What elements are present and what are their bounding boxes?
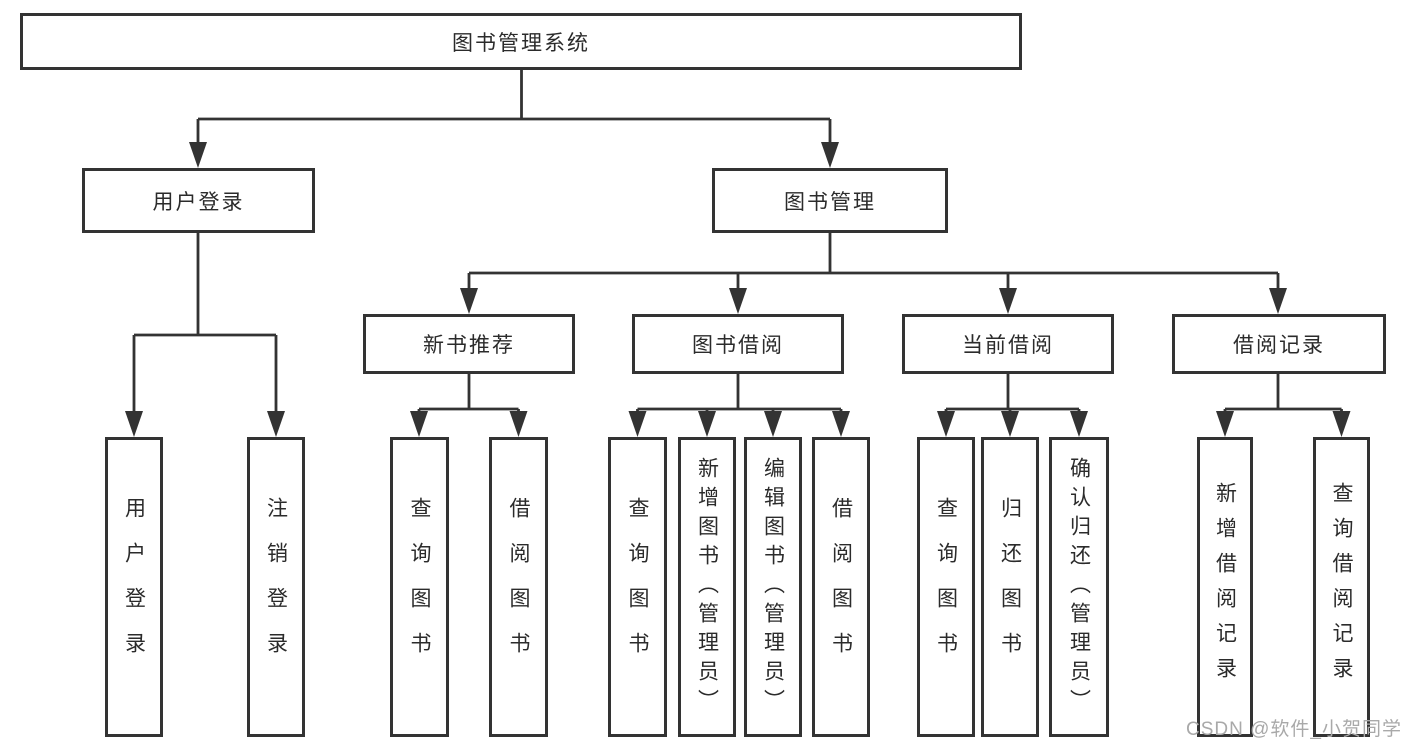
arrowhead-icon — [764, 411, 782, 437]
node-user-login: 用户登录 — [82, 168, 315, 233]
leaf-user-login-label: 用户登录 — [122, 497, 146, 677]
arrowhead-icon — [999, 288, 1017, 314]
connector-userlogin-to-leaves — [132, 233, 278, 416]
leaf-br-add-record: 新增借阅记录 — [1197, 437, 1253, 737]
leaf-br-query-record-label: 查询借阅记录 — [1330, 482, 1353, 692]
node-current-borrow: 当前借阅 — [902, 314, 1114, 374]
node-borrow-record: 借阅记录 — [1172, 314, 1386, 374]
arrowhead-icon — [729, 288, 747, 314]
connector-newbookrec-to-leaves — [417, 374, 520, 420]
arrowhead-icon — [267, 411, 285, 437]
connector-borrowrecord-to-leaves — [1223, 374, 1343, 420]
connector-bookborrow-to-leaves — [636, 374, 843, 420]
connector-bookmgmt-to-level3 — [467, 233, 1280, 294]
arrowhead-icon — [821, 142, 839, 168]
node-book-borrow-label: 图书借阅 — [692, 334, 784, 357]
leaf-cb-query-books-label: 查询图书 — [934, 497, 958, 677]
csdn-watermark: CSDN @软件_小贺同学 — [1186, 719, 1402, 740]
arrowhead-icon — [509, 411, 528, 437]
node-root: 图书管理系统 — [20, 13, 1022, 70]
leaf-bb-query-books: 查询图书 — [608, 437, 667, 737]
arrowhead-icon — [832, 411, 850, 437]
node-user-login-label: 用户登录 — [152, 190, 245, 214]
leaf-br-query-record: 查询借阅记录 — [1313, 437, 1370, 737]
leaf-logout-label: 注销登录 — [264, 497, 288, 677]
node-new-book-rec-label: 新书推荐 — [423, 334, 515, 357]
node-borrow-record-label: 借阅记录 — [1233, 334, 1325, 357]
leaf-bb-add-books-admin: 新增图书（管理员） — [678, 437, 736, 737]
arrowhead-icon — [125, 411, 143, 437]
leaf-bb-query-books-label: 查询图书 — [626, 497, 649, 677]
leaf-bb-edit-books-admin: 编辑图书（管理员） — [744, 437, 802, 737]
arrowhead-icon — [628, 411, 647, 437]
leaf-bb-borrow-books-label: 借阅图书 — [829, 497, 853, 677]
arrowhead-icon — [937, 411, 955, 437]
leaf-nbr-borrow-books-label: 借阅图书 — [507, 497, 530, 677]
leaf-bb-borrow-books: 借阅图书 — [812, 437, 870, 737]
arrowhead-icon — [189, 142, 207, 168]
leaf-br-add-record-label: 新增借阅记录 — [1213, 482, 1237, 692]
leaf-nbr-borrow-books: 借阅图书 — [489, 437, 548, 737]
arrowhead-icon — [1332, 411, 1351, 437]
node-root-label: 图书管理系统 — [452, 31, 590, 55]
leaf-bb-edit-books-admin-label: 编辑图书（管理员） — [761, 456, 785, 718]
leaf-nbr-query-books: 查询图书 — [390, 437, 449, 737]
leaf-cb-return-books-label: 归还图书 — [998, 497, 1022, 677]
node-book-mgmt-label: 图书管理 — [784, 190, 876, 214]
connector-root-to-level2 — [196, 70, 832, 148]
leaf-cb-confirm-return-admin: 确认归还（管理员） — [1049, 437, 1109, 737]
arrowhead-icon — [1070, 411, 1088, 437]
leaf-user-login: 用户登录 — [105, 437, 163, 737]
leaf-cb-return-books: 归还图书 — [981, 437, 1039, 737]
leaf-cb-confirm-return-admin-label: 确认归还（管理员） — [1067, 456, 1091, 718]
leaf-nbr-query-books-label: 查询图书 — [408, 497, 431, 677]
node-new-book-rec: 新书推荐 — [363, 314, 575, 374]
connector-currentborrow-to-leaves — [944, 374, 1081, 420]
arrowhead-icon — [1001, 411, 1019, 437]
leaf-bb-add-books-admin-label: 新增图书（管理员） — [695, 456, 719, 718]
node-book-borrow: 图书借阅 — [632, 314, 844, 374]
leaf-cb-query-books: 查询图书 — [917, 437, 975, 737]
node-book-mgmt: 图书管理 — [712, 168, 948, 233]
arrowhead-icon — [460, 288, 478, 314]
arrowhead-icon — [1216, 411, 1234, 437]
arrowhead-icon — [698, 411, 716, 437]
arrowhead-icon — [410, 411, 428, 437]
arrowhead-icon — [1269, 288, 1287, 314]
leaf-logout: 注销登录 — [247, 437, 305, 737]
node-current-borrow-label: 当前借阅 — [962, 334, 1054, 357]
